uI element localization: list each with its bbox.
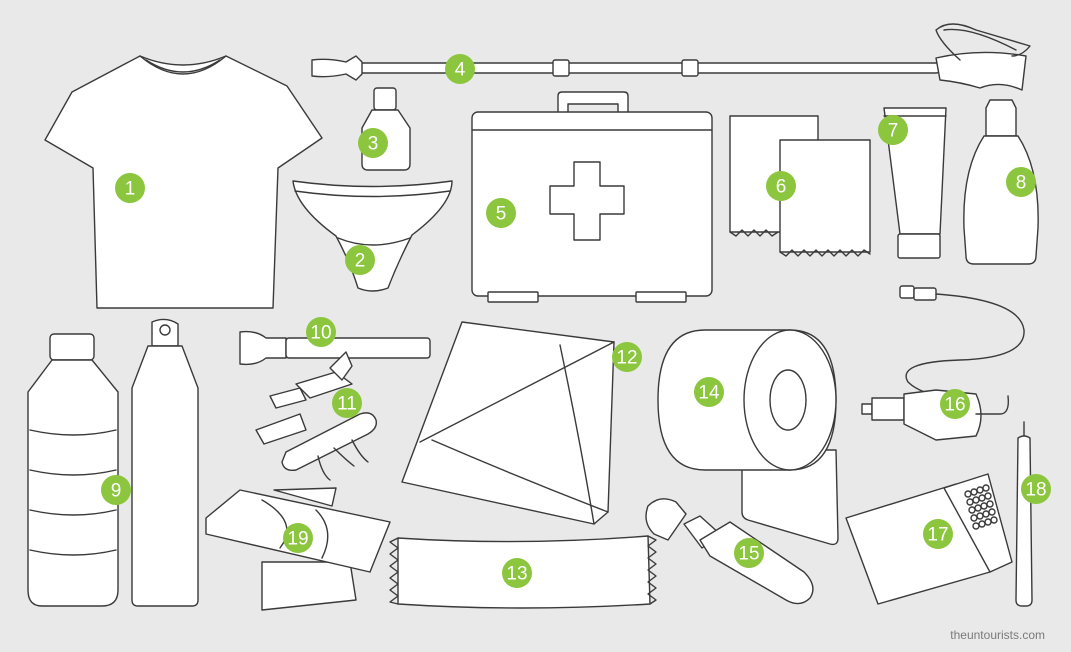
badge-6: 6 [766, 171, 796, 201]
item-badges: 1 2 3 4 5 6 7 8 9 10 11 12 13 14 15 16 1… [101, 54, 1051, 588]
trekking-pole-icon [311, 23, 1031, 91]
svg-text:11: 11 [337, 394, 357, 415]
badge-5: 5 [486, 198, 516, 228]
badge-19: 19 [283, 523, 313, 553]
badge-15: 15 [734, 538, 764, 568]
water-bottles-icon [27, 318, 199, 607]
underwear-icon [292, 180, 453, 292]
svg-text:15: 15 [738, 544, 759, 565]
site-credit: theuntourists.com [950, 628, 1045, 642]
svg-text:8: 8 [1016, 173, 1027, 194]
t-shirt-icon [44, 55, 323, 309]
wet-wipes-icon [729, 115, 871, 257]
blanket-icon [401, 321, 615, 525]
match-heads [964, 484, 998, 530]
first-aid-kit-icon [471, 91, 713, 303]
badge-10: 10 [306, 317, 336, 347]
svg-text:4: 4 [455, 60, 466, 81]
badge-4: 4 [445, 54, 475, 84]
badge-17: 17 [923, 519, 953, 549]
candle-icon [1015, 421, 1033, 607]
svg-text:10: 10 [310, 323, 331, 344]
svg-text:12: 12 [616, 348, 637, 369]
badge-3: 3 [358, 128, 388, 158]
badge-14: 14 [694, 377, 724, 407]
svg-text:14: 14 [698, 383, 720, 404]
badge-12: 12 [612, 342, 642, 372]
badge-16: 16 [940, 389, 970, 419]
svg-text:3: 3 [368, 134, 379, 155]
badge-2: 2 [345, 245, 375, 275]
svg-text:5: 5 [496, 204, 507, 225]
badge-9: 9 [101, 475, 131, 505]
toilet-paper-icon [657, 329, 839, 546]
svg-text:1: 1 [125, 179, 136, 200]
svg-text:18: 18 [1025, 480, 1046, 501]
badge-18: 18 [1021, 474, 1051, 504]
svg-text:19: 19 [287, 529, 308, 550]
badge-7: 7 [878, 115, 908, 145]
pocket-knife-icon [255, 351, 378, 481]
car-charger-icon [861, 285, 1025, 441]
badge-13: 13 [502, 558, 532, 588]
svg-text:16: 16 [944, 395, 965, 416]
svg-text:6: 6 [776, 177, 787, 198]
matchbox-icon [845, 473, 1013, 605]
svg-text:17: 17 [927, 525, 948, 546]
badge-1: 1 [115, 173, 145, 203]
svg-text:9: 9 [111, 481, 122, 502]
svg-text:13: 13 [506, 564, 527, 585]
badge-8: 8 [1006, 167, 1036, 197]
svg-text:7: 7 [888, 121, 899, 142]
svg-text:2: 2 [355, 251, 366, 272]
badge-11: 11 [332, 388, 362, 418]
